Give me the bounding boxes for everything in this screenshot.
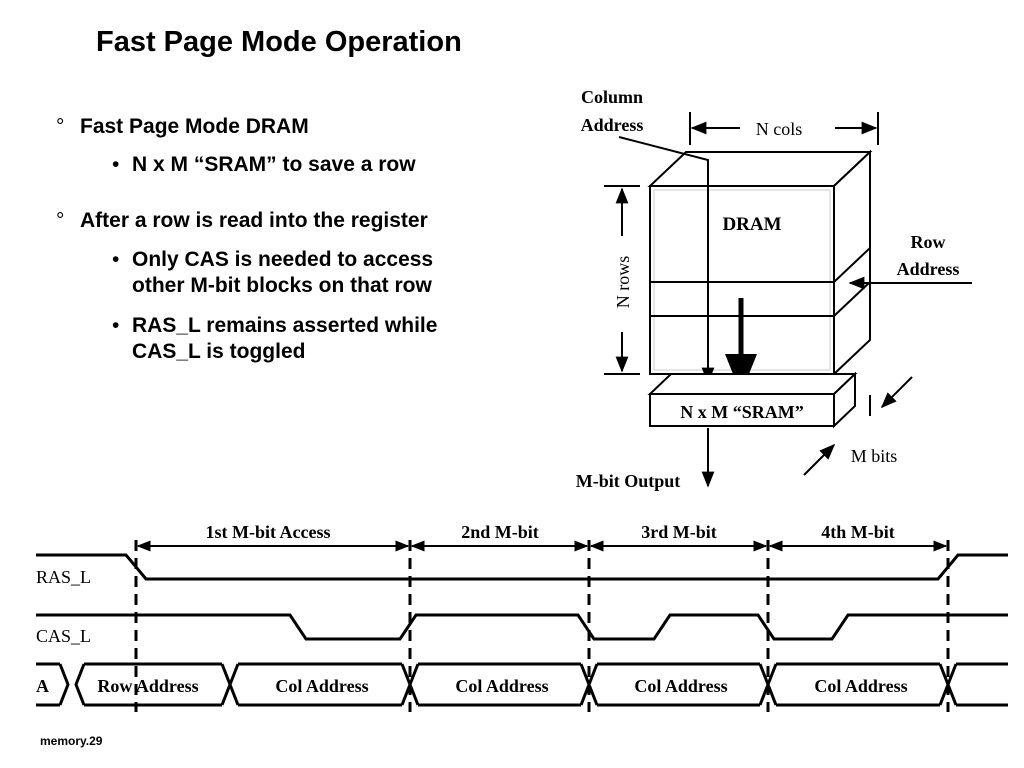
bullet-marker: ° [56,209,65,232]
bullet-text: N x M “SRAM” to save a row [132,153,416,176]
bullet-text: After a row is read into the register [80,209,428,232]
column-address-label: Address [581,115,644,135]
sram-front-face [649,393,835,427]
dram-label: DRAM [722,214,781,235]
row-divider-top-side [833,247,871,283]
bus-value-col-address-3: Col Address [634,676,727,696]
row-address-label: Row [911,232,946,252]
cas-l-label: CAS_L [36,626,91,646]
bus-value-col-address-4: Col Address [814,676,907,696]
interval-label-3: 3rd M-bit [641,522,717,542]
sub-bullet-cas-only: • Only CAS is needed to access other M-b… [112,247,434,299]
bullet-line: CAS_L is toggled [132,340,306,363]
ras-l-waveform [36,553,1008,581]
bullet-line: RAS_L remains asserted while [132,314,438,337]
ras-l-label: RAS_L [36,567,91,587]
cas-l-waveform [36,613,1008,641]
m-bits-arrow-upper [880,376,913,409]
m-bits-label: M bits [851,446,898,466]
interval-label-4: 4th M-bit [821,522,895,542]
m-bits-arrow-lower [803,443,836,476]
slide-number: memory.29 [40,734,103,748]
bullet-line: Only CAS is needed to access [132,248,434,271]
sub-bullet-sram-row: • N x M “SRAM” to save a row [112,152,416,178]
sub-bullet-marker: • [112,153,120,176]
bullet-line: other M-bit blocks on that row [132,274,432,297]
bullet-row-read: ° After a row is read into the register [56,208,428,234]
sub-bullet-ras-asserted: • RAS_L remains asserted while CAS_L is … [112,313,438,365]
address-bus [36,662,1008,707]
bus-value-col-address-2: Col Address [455,676,548,696]
bullet-text: Fast Page Mode DRAM [80,115,309,138]
sub-bullet-marker: • [112,248,120,271]
bullet-fast-page-mode-dram: ° Fast Page Mode DRAM [56,114,309,140]
sub-bullet-marker: • [112,314,120,337]
bus-value-row-address: Row Address [97,676,198,696]
column-address-label: Column [581,87,643,107]
bullet-marker: ° [56,115,65,138]
bus-value-col-address-1: Col Address [275,676,368,696]
sram-label: N x M “SRAM” [680,402,804,422]
row-address-label: Address [897,259,960,279]
interval-label-2: 2nd M-bit [461,522,539,542]
n-cols-label: N cols [756,119,803,139]
address-label: A [36,676,49,696]
slide-title: Fast Page Mode Operation [96,26,462,58]
n-rows-label: N rows [613,256,633,309]
m-bit-output-label: M-bit Output [576,471,681,491]
interval-label-1: 1st M-bit Access [206,522,331,542]
column-address-arrow [618,136,715,384]
